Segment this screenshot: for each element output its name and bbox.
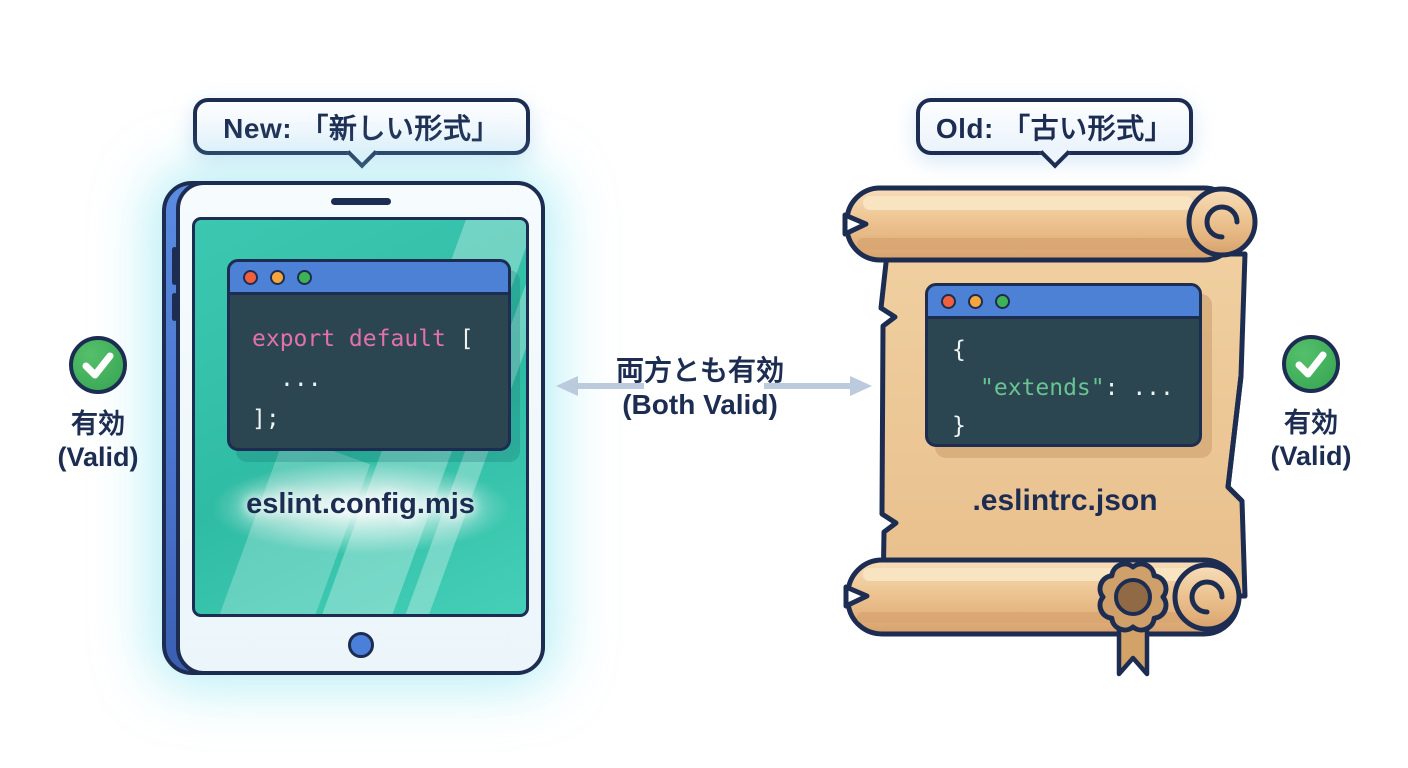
valid-label-jp: 有効 xyxy=(70,409,125,439)
window-titlebar xyxy=(230,262,508,295)
tablet-illustration: export default [ ... ]; eslint.config.mj… xyxy=(162,181,545,675)
code-keyword: export default xyxy=(252,326,460,352)
code-key: "extends" xyxy=(980,375,1105,401)
valid-label-en: (Valid) xyxy=(57,442,139,472)
tablet-front-face: export default [ ... ]; eslint.config.mj… xyxy=(176,181,545,675)
window-titlebar xyxy=(928,286,1199,319)
scroll-top-curl xyxy=(1186,186,1258,258)
code-line: { xyxy=(952,331,1199,369)
close-dot-icon xyxy=(243,269,258,285)
code-brace-close: } xyxy=(952,413,966,439)
valid-badge-left: 有効 (Valid) xyxy=(36,336,160,474)
valid-label-en: (Valid) xyxy=(1270,441,1352,471)
both-valid-jp: 両方とも有効 xyxy=(615,355,784,386)
tablet-screen: export default [ ... ]; eslint.config.mj… xyxy=(192,217,529,617)
code-line: ... xyxy=(252,359,508,399)
code-bracket: [ xyxy=(459,326,474,352)
arrow-left-icon xyxy=(556,376,644,396)
code-body: { "extends": ... } xyxy=(928,319,1199,444)
old-config-filename: .eslintrc.json xyxy=(972,484,1158,517)
check-icon xyxy=(1282,335,1340,393)
new-config-filename: eslint.config.mjs xyxy=(246,488,475,520)
maximize-dot-icon xyxy=(995,293,1010,309)
new-format-bubble: New: 「新しい形式」 xyxy=(193,98,530,169)
scroll-bottom-curl xyxy=(1172,562,1242,632)
code-ellipsis: ... xyxy=(280,366,322,392)
both-valid-en: (Both Valid) xyxy=(622,389,778,420)
volume-button xyxy=(172,293,177,321)
minimize-dot-icon xyxy=(270,269,285,285)
code-rest: : ... xyxy=(1104,375,1174,401)
arrow-right-icon xyxy=(764,376,872,396)
code-body: export default [ ... ]; xyxy=(230,295,508,439)
valid-badge-right: 有効 (Valid) xyxy=(1249,335,1373,473)
code-line: } xyxy=(952,407,1199,444)
both-valid-label: 両方とも有効 (Both Valid) xyxy=(564,354,836,422)
volume-button xyxy=(172,247,177,285)
code-close: ]; xyxy=(252,406,280,432)
check-icon xyxy=(69,336,127,394)
close-dot-icon xyxy=(941,293,956,309)
code-line: ]; xyxy=(252,399,508,439)
valid-label: 有効 (Valid) xyxy=(57,408,138,474)
code-line: "extends": ... xyxy=(952,369,1199,407)
code-brace-open: { xyxy=(952,337,966,363)
minimize-dot-icon xyxy=(968,293,983,309)
filename-glow xyxy=(210,462,511,554)
home-button xyxy=(347,632,374,658)
speaker-bar xyxy=(330,198,391,205)
valid-label-jp: 有効 xyxy=(1283,408,1338,438)
code-window-new: export default [ ... ]; xyxy=(227,259,511,451)
code-window-old: { "extends": ... } xyxy=(925,283,1202,447)
code-line: export default [ xyxy=(252,319,508,359)
wax-seal-center xyxy=(1114,578,1152,616)
old-format-bubble: Old: 「古い形式」 xyxy=(916,98,1193,169)
seal-ribbon xyxy=(1116,623,1150,677)
maximize-dot-icon xyxy=(297,269,312,285)
valid-label: 有効 (Valid) xyxy=(1270,407,1351,473)
